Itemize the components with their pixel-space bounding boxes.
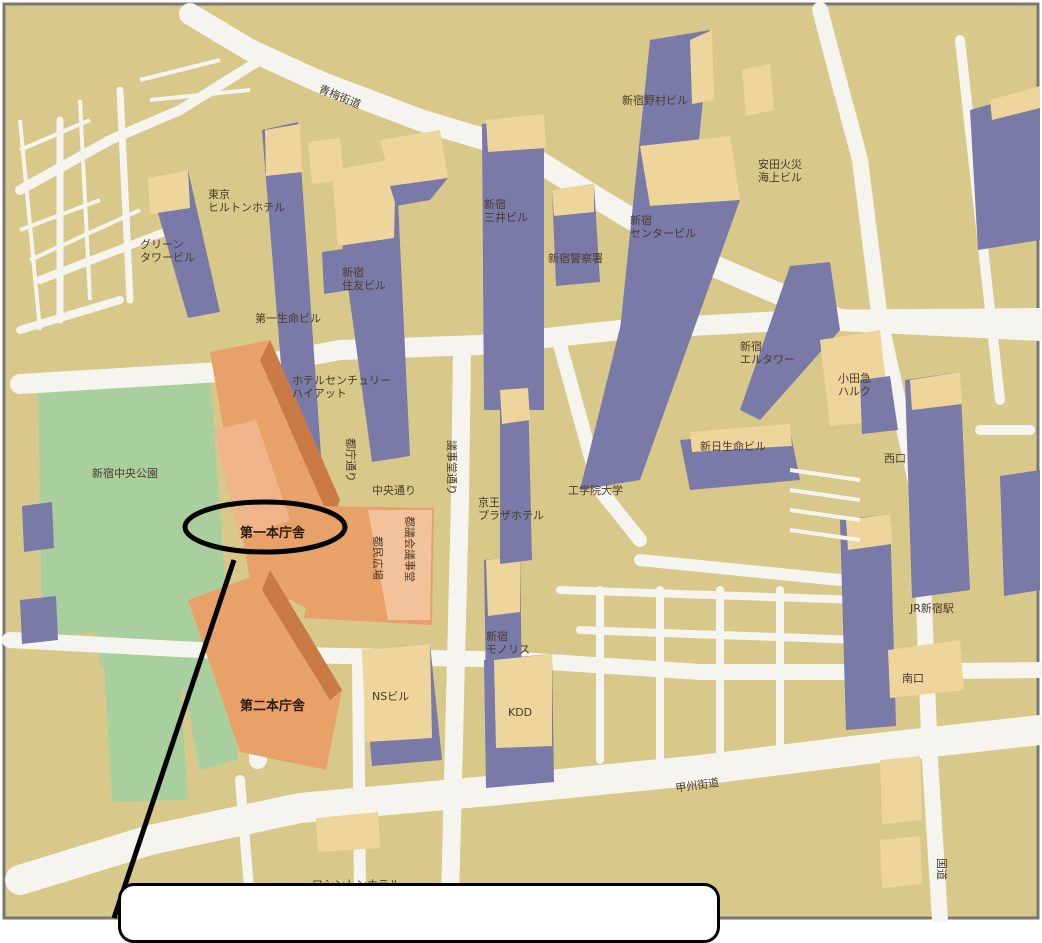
label-jr-shinjuku: JR新宿駅 — [909, 601, 954, 615]
label-yasuda-kasai: 安田火災海上ビル — [758, 157, 802, 184]
label-shinjuku-mitsui: 新宿三井ビル — [484, 197, 528, 224]
label-shinjuku-sumitomo: 新宿住友ビル — [342, 265, 386, 292]
label-green-tower: グリーンタワービル — [140, 237, 195, 264]
label-kogakuin: 工学院大学 — [568, 483, 623, 497]
street-grid — [18, 58, 251, 331]
label-gijido-dori: 議事堂通り — [445, 440, 459, 495]
label-minamiguchi: 南口 — [902, 672, 924, 685]
label-chuo-dori: 中央通り — [372, 484, 416, 497]
label-shinjuku-nomura: 新宿野村ビル — [622, 93, 688, 107]
highlight-ellipse — [182, 499, 348, 555]
label-daiichi-honchosha: 第一本庁舎 — [240, 525, 306, 541]
callout-box — [118, 883, 720, 943]
label-ns-building: NSビル — [372, 690, 409, 703]
label-koshu-kaido: 甲州街道 — [674, 775, 720, 795]
tocho-complex — [188, 340, 434, 770]
map-labels: 青梅街道 新宿野村ビル 安田火災海上ビル 東京ヒルトンホテル 新宿三井ビル 新宿… — [92, 82, 954, 891]
pointer-line — [111, 559, 237, 919]
buildings — [20, 30, 1040, 888]
park-south — [104, 666, 188, 802]
label-odakyu-halc: 小田急ハルク — [838, 371, 871, 398]
chuo-park-area — [38, 372, 238, 770]
label-keio-plaza: 京王プラザホテル — [478, 495, 544, 522]
label-tokyo-hilton: 東京ヒルトンホテル — [208, 187, 285, 214]
label-chuo-park: 新宿中央公園 — [92, 466, 158, 480]
label-kokudo: 国道 — [935, 858, 949, 880]
label-tomin-hiroba: 都民広場 — [371, 536, 384, 580]
label-daiichi-seimei: 第一生命ビル — [255, 311, 321, 325]
label-shinjuku-center: 新宿センタービル — [630, 213, 696, 240]
label-daini-honchosha: 第二本庁舎 — [240, 698, 306, 714]
shinjuku-map: 青梅街道 新宿野村ビル 安田火災海上ビル 東京ヒルトンホテル 新宿三井ビル 新宿… — [2, 2, 1042, 922]
label-tocho-dori: 都庁通り — [344, 438, 358, 482]
label-hyatt: ホテルセンチュリーハイアット — [292, 374, 391, 400]
label-monolith: 新宿モノリス — [486, 629, 530, 656]
label-police: 新宿警察署 — [548, 251, 603, 265]
station-plaza — [789, 468, 861, 542]
label-nishiguchi: 西口 — [884, 452, 906, 465]
label-shinjuku-l-tower: 新宿エルタワー — [740, 339, 795, 366]
label-kdd: KDD — [508, 706, 532, 719]
label-nichiseimei: 新日生命ビル — [700, 439, 766, 453]
label-togikai: 都議会議事堂 — [403, 516, 417, 582]
